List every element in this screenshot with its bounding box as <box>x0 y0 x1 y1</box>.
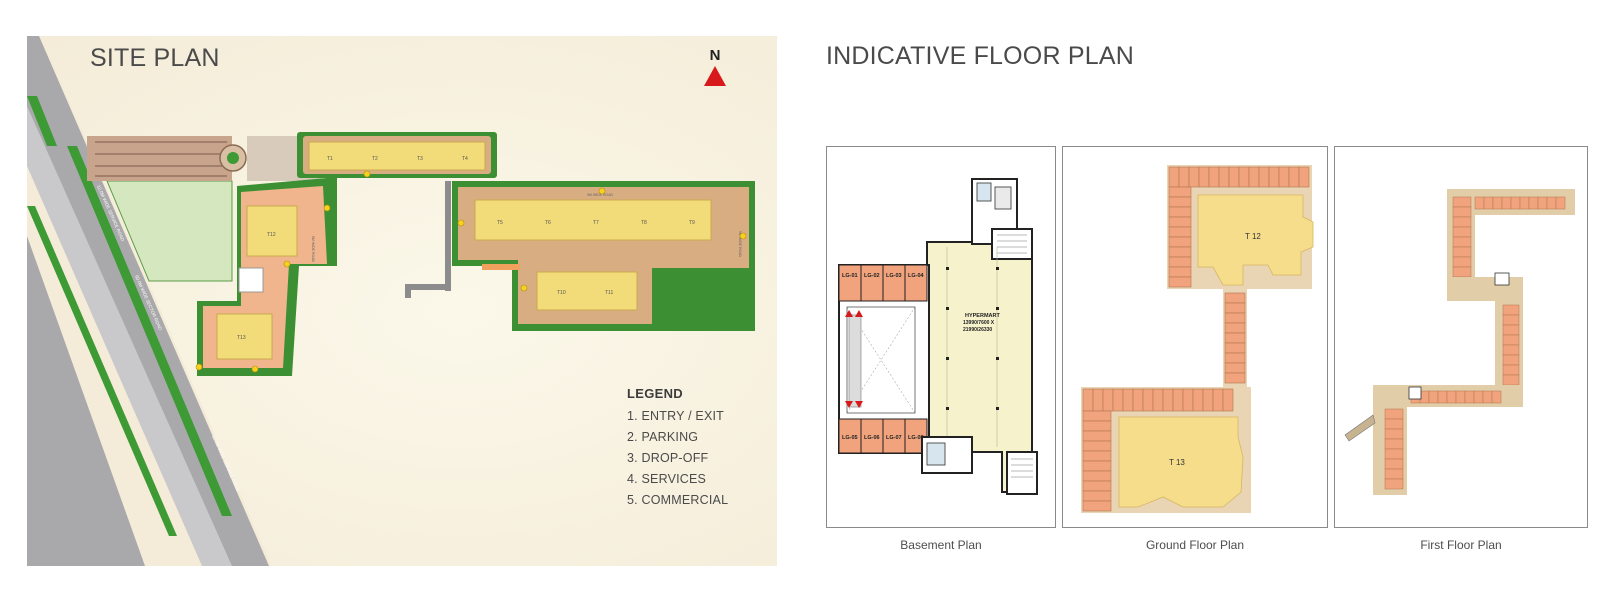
shop-lg01: LG-01 <box>842 273 858 279</box>
first-floor-plan <box>1334 146 1588 528</box>
first-floor-caption: First Floor Plan <box>1420 538 1502 552</box>
legend-title: LEGEND <box>627 386 683 401</box>
first-floor-core-1 <box>1494 272 1510 286</box>
shop-lg04: LG-04 <box>908 273 925 279</box>
legend-item-services: 4. SERVICES <box>627 472 707 486</box>
tower-label-t9: T9 <box>689 220 695 226</box>
tower-label-t12: T12 <box>267 232 276 238</box>
shop-lg08: LG-08 <box>908 435 924 441</box>
tower-label-t6: T6 <box>545 220 551 226</box>
towers-t10-t11 <box>536 271 638 311</box>
verge-strip <box>27 96 57 146</box>
avenue-trees <box>95 141 227 177</box>
right-spine-shops <box>1502 304 1520 386</box>
club-block <box>238 267 264 293</box>
tower-t12-block <box>246 205 298 257</box>
shop-lg02: LG-02 <box>864 273 880 279</box>
site-plan-drawing: 12.0M WIDE SERVICE ROAD 60.0M WIDE SECTO… <box>27 36 755 566</box>
internal-road-label-2: 9M WIDE ROAD <box>738 231 742 258</box>
tower-label-t3: T3 <box>417 156 423 162</box>
basement-plan-caption: Basement Plan <box>900 538 982 552</box>
connector-road-3 <box>405 284 411 298</box>
internal-road-label-1: 9M WIDE ROAD <box>587 193 614 197</box>
legend-item-entry: 1. ENTRY / EXIT <box>627 409 725 423</box>
shop-lg06: LG-06 <box>864 435 880 441</box>
basement-plan-drawing: LG-01 LG-02 LG-03 LG-04 LG-05 LG-06 LG-0… <box>838 178 1038 495</box>
floor-plan-title: INDICATIVE FLOOR PLAN <box>826 42 1134 70</box>
legend-item-drop-off: 3. DROP-OFF <box>627 451 709 465</box>
t13-shops-left <box>1082 410 1112 512</box>
escalator-arrow-icons <box>845 310 863 408</box>
escalator <box>848 314 862 408</box>
ground-floor-drawing: T 12 T 13 <box>1081 165 1314 513</box>
towers-t5-t9 <box>474 199 712 241</box>
column-grid <box>946 247 998 447</box>
ground-floor-caption: Ground Floor Plan <box>1145 538 1245 552</box>
lower-arm-shops <box>1384 390 1502 490</box>
hypermart-dims-2: 21990/26330 <box>963 327 992 333</box>
toilet-block-2 <box>926 442 946 466</box>
tower-t13-footprint <box>1118 416 1244 508</box>
legend-item-commercial: 5. COMMERCIAL <box>627 493 729 507</box>
tower-t13-block <box>216 313 273 360</box>
entrance-avenue <box>87 136 232 181</box>
roundabout-centre <box>227 152 239 164</box>
service-road-outer <box>27 236 145 566</box>
staircase-bottom <box>1006 451 1038 495</box>
service-road-west <box>27 106 232 566</box>
legend: LEGEND 1. ENTRY / EXIT 2. PARKING 3. DRO… <box>627 386 728 511</box>
median-strip-2 <box>27 206 177 536</box>
service-strip <box>482 264 520 270</box>
tower-label-t1: T1 <box>327 156 333 162</box>
legend-item-parking: 2. PARKING <box>627 430 699 444</box>
staircase-top <box>991 228 1033 260</box>
t12-shops-left <box>1168 186 1192 288</box>
spine-shops <box>1224 292 1246 384</box>
site-plan-panel: 12.0M WIDE SERVICE ROAD 60.0M WIDE SECTO… <box>27 36 777 566</box>
connector-road <box>445 181 451 291</box>
ground-floor-plan: T 12 T 13 <box>1062 146 1328 528</box>
bridge-stub <box>1344 414 1376 442</box>
internal-road-label-3: 6M WIDE ROAD <box>311 236 315 263</box>
connector-road-2 <box>405 284 451 290</box>
toilet-block <box>976 182 992 202</box>
median-strip <box>67 146 232 516</box>
north-indicator: N <box>703 48 727 86</box>
t13-shops-top <box>1082 388 1234 412</box>
shop-lg07: LG-07 <box>886 435 902 441</box>
tower-label-t4: T4 <box>462 156 468 162</box>
legend-markers <box>195 170 747 373</box>
tower-label-t11: T11 <box>605 290 613 296</box>
columns <box>946 267 999 410</box>
t12-shops-top <box>1168 166 1310 188</box>
lift-block <box>994 186 1012 210</box>
tower-t12-footprint <box>1197 194 1314 286</box>
first-floor-core-2 <box>1408 386 1422 400</box>
tower-label-t8: T8 <box>641 220 647 226</box>
tower-t13-label: T 13 <box>1169 458 1185 467</box>
tower-label-t2: T2 <box>372 156 378 162</box>
stair-lines-2 <box>1011 458 1033 478</box>
tower-t12-label: T 12 <box>1245 232 1261 241</box>
basement-plan: LG-01 LG-02 LG-03 LG-04 LG-05 LG-06 LG-0… <box>826 146 1056 528</box>
stair-lines <box>997 234 1027 254</box>
shops-bottom <box>838 418 928 454</box>
first-floor-drawing <box>1344 189 1575 495</box>
tower-label-t7: T7 <box>593 220 599 226</box>
site-plan-title: SITE PLAN <box>90 44 220 72</box>
tower-label-t10: T10 <box>557 290 566 296</box>
tower-label-t13: T13 <box>237 335 246 341</box>
north-label: N <box>709 47 721 64</box>
north-arrow-icon <box>704 66 726 86</box>
shop-lg03: LG-03 <box>886 273 902 279</box>
tower-label-t5: T5 <box>497 220 503 226</box>
towers-t1-t4 <box>308 141 486 171</box>
hypermart-dims-1: 13990/7600 X <box>963 320 995 326</box>
hypermart-label: HYPERMART <box>965 313 1000 319</box>
shops-top <box>838 264 928 302</box>
shop-lg05: LG-05 <box>842 435 858 441</box>
